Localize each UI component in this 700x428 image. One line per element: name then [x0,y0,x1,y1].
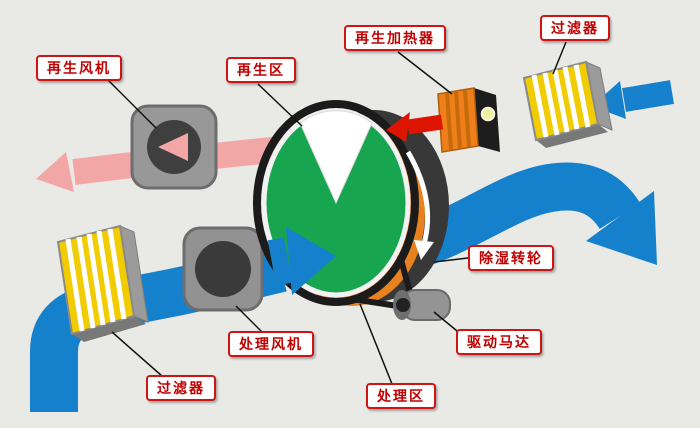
process-air-out-arrowhead [586,191,657,265]
motor-pulley [396,298,410,312]
wheel-regen-sector [299,110,373,205]
label-dehumid-wheel: 除湿转轮 [468,245,554,272]
label-regen-heater: 再生加热器 [344,25,446,52]
label-regen-zone: 再生区 [226,57,296,84]
regen-fan-flow-arrow [158,133,188,161]
filter-top-graphic [522,60,613,148]
drive-motor-graphic [393,289,451,321]
label-filter-bottom: 过滤器 [146,375,216,402]
process-air-inlet-arrowhead [267,227,336,295]
heated-air-arrow [386,112,444,142]
rotation-arrow-icon [405,150,431,245]
wheel-belt-ring [253,100,419,306]
label-regen-fan: 再生风机 [36,55,122,82]
regen-heater-graphic [437,87,500,153]
leader-lines [107,41,567,385]
label-process-fan: 处理风机 [228,331,314,358]
regen-air-out-arrowhead [36,152,74,192]
rotation-arrowhead-icon [414,240,434,260]
process-fan-graphic [182,226,264,312]
label-process-zone: 处理区 [366,383,436,410]
regen-fan-graphic [130,104,218,190]
label-filter-top: 过滤器 [540,15,610,42]
filter-bottom-graphic [56,224,149,342]
heater-indicator-light [480,106,496,122]
regen-air-inlet-arrow [592,80,674,119]
label-drive-motor: 驱动马达 [456,329,542,356]
